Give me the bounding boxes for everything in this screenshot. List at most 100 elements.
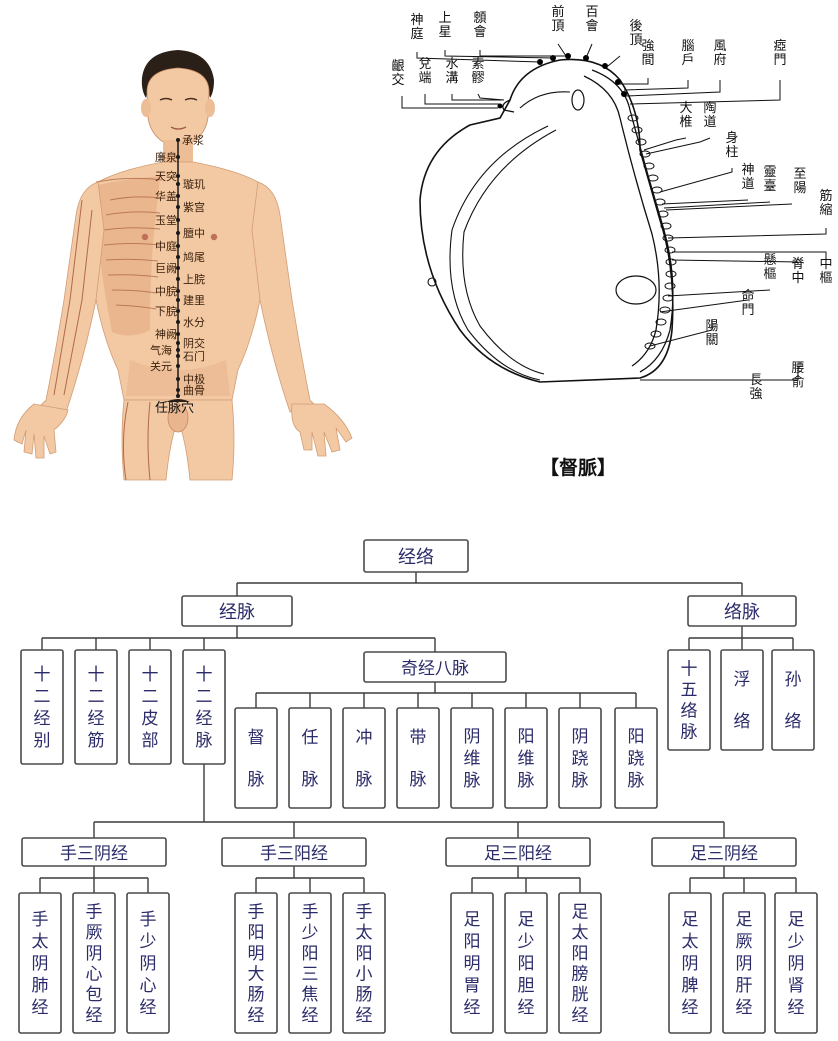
- dumai-label-mingmen: 命門: [741, 288, 754, 318]
- node-meridian-leaf: 足太阴脾经: [668, 892, 712, 1034]
- node-label: 经络: [398, 547, 434, 568]
- node-qijing-bamai: 奇经八脉: [363, 651, 507, 683]
- node-qijing-child: 阴维脉: [450, 707, 494, 809]
- node-label: 手阳明大肠经: [248, 902, 265, 1025]
- dumai-label-xuanshu: 懸樞: [763, 253, 776, 282]
- node-label: 手三阳经: [260, 844, 328, 864]
- acupoint-label: 璇玑: [183, 178, 205, 191]
- node-label: 十二经脉: [196, 665, 213, 751]
- node-qijing-child: 阳跷脉: [614, 707, 658, 809]
- dumai-label-changqiang: 長強: [749, 373, 762, 402]
- dumai-label-shenting: 神庭: [410, 13, 423, 42]
- node-qijing-child: 阴跷脉: [558, 707, 602, 809]
- node-qijing-child: 带脉: [396, 707, 440, 809]
- acupoint: 璇玑: [176, 178, 205, 191]
- dumai-label-houding: 後頂: [629, 19, 642, 48]
- acupoint: 中脘: [155, 284, 180, 298]
- dumai-label-yamen: 瘂門: [773, 38, 786, 68]
- node-label: 十二皮部: [142, 665, 159, 751]
- acupoint: 关元: [150, 359, 180, 373]
- acupoint-label: 巨阙: [155, 262, 177, 275]
- acupoint-label: 华盖: [155, 189, 177, 203]
- renmai-body-figure: 承浆 廉泉 天突 璇玑 华盖 紫宫 玉堂 膻中 中庭 鸠尾 巨阙 上脘 中脘 建…: [13, 50, 353, 481]
- node-group: 手三阳经: [221, 837, 367, 867]
- node-label: 浮络: [734, 670, 751, 732]
- dumai-label-duiduan: 兌端: [418, 57, 431, 86]
- tree-vertical-nodes: 十二经别 十二经筋 十二皮部 十二经脉督脉任脉冲脉带脉阴维脉 阳维脉 阴跷脉 阳跷脉 十五络脉…: [20, 649, 815, 809]
- acupoint: 下脘: [155, 304, 180, 318]
- node-label: 足少阴肾经: [788, 910, 805, 1018]
- dumai-label-suliao: 素髎: [471, 57, 484, 86]
- node-label: 冲脉: [356, 728, 373, 790]
- node-label: 足太阴脾经: [682, 910, 699, 1018]
- node-meridian-leaf: 手太阴肺经: [18, 892, 62, 1034]
- acupoint-label: 建里: [183, 293, 205, 307]
- acupoint-label: 中庭: [155, 239, 177, 253]
- node-qijing-child: 冲脉: [342, 707, 386, 809]
- acupoint-label: 神阙: [155, 327, 177, 341]
- dumai-label-yinjiao: 齦交: [391, 59, 404, 88]
- acupoint-label: 廉泉: [155, 150, 177, 164]
- node-luomai-child: 浮络: [720, 649, 764, 751]
- acupoint-label: 气海: [150, 343, 172, 357]
- node-label: 十五络脉: [681, 660, 698, 743]
- node-meridian-leaf: 足太阳膀胱经: [558, 892, 602, 1034]
- acupoint-label: 关元: [150, 359, 172, 373]
- node-group: 手三阴经: [21, 837, 167, 867]
- node-label: 足三阳经: [484, 844, 552, 864]
- node-label: 足少阳胆经: [518, 910, 535, 1018]
- node-label: 经脉: [219, 602, 255, 623]
- acupoint: 廉泉: [155, 150, 180, 164]
- node-jingmai: 经脉: [181, 595, 293, 627]
- node-root: 经络: [363, 539, 469, 573]
- meridian-hierarchy-tree: 经络 经脉 络脉 奇经八脉 十二经别十二经筋十二皮部十二经脉督脉任脉冲脉带脉阴维…: [18, 539, 818, 1034]
- node-meridian-leaf: 手厥阴心包经: [72, 892, 116, 1034]
- tree-connectors: [39, 572, 797, 893]
- node-label: 手太阳小肠经: [356, 902, 373, 1025]
- node-group: 足三阴经: [651, 837, 797, 867]
- acupoint: 上脘: [176, 272, 205, 286]
- node-jingmai-child: 十二经别: [20, 649, 64, 765]
- acupoint: 天突: [155, 169, 180, 183]
- acupoint: 中庭: [155, 239, 180, 253]
- acupoint-label: 曲骨: [183, 384, 205, 397]
- node-jingmai-child: 十二皮部: [128, 649, 172, 765]
- node-label: 阳维脉: [518, 727, 535, 791]
- acupoint-label: 中脘: [155, 284, 177, 298]
- dumai-label-zhongshu: 中樞: [819, 257, 832, 286]
- dumai-schematic: 神庭 上星 顖會 前頂 百會 後頂 強間 腦戶 風府 瘂門 齦交 兌端 水溝 素…: [391, 4, 832, 479]
- node-qijing-child: 督脉: [234, 707, 278, 809]
- acupoint-label: 鸠尾: [183, 250, 205, 264]
- node-label: 足三阴经: [690, 844, 758, 864]
- acupoint-label: 紫宫: [183, 200, 205, 214]
- acupoint-label: 阴交: [183, 336, 205, 350]
- node-luomai-child: 十五络脉: [667, 649, 711, 751]
- acupoint: 中极: [176, 372, 205, 386]
- node-meridian-leaf: 足阳明胃经: [450, 892, 494, 1034]
- node-label: 足厥阴肝经: [736, 910, 753, 1018]
- node-label: 手少阳三焦经: [302, 902, 319, 1025]
- acupoint-label: 下脘: [155, 304, 177, 318]
- node-label: 十二经筋: [88, 665, 105, 751]
- dumai-caption: 【督脈】: [540, 456, 616, 479]
- acupoint-label: 天突: [155, 169, 177, 183]
- renmai-points: 承浆 廉泉 天突 璇玑 华盖 紫宫 玉堂 膻中 中庭 鸠尾 巨阙 上脘 中脘 建…: [150, 133, 205, 397]
- node-label: 孙络: [785, 670, 802, 732]
- acupoint: 巨阙: [155, 262, 180, 275]
- acupoint: 气海: [150, 343, 180, 357]
- node-jingmai-child: 十二经筋: [74, 649, 118, 765]
- acupoint-label: 中极: [183, 372, 205, 386]
- node-label: 奇经八脉: [401, 659, 469, 679]
- node-label: 任脉: [302, 728, 319, 790]
- dumai-label-naohu: 腦戶: [681, 39, 694, 68]
- node-label: 督脉: [248, 728, 265, 790]
- dumai-label-shendao: 神道: [741, 163, 754, 192]
- node-group: 足三阳经: [445, 837, 591, 867]
- dumai-label-zhiyang: 至陽: [793, 167, 806, 196]
- node-label: 阴跷脉: [572, 727, 589, 791]
- node-label: 足阳明胃经: [464, 910, 481, 1018]
- acupoint-label: 膻中: [183, 226, 205, 240]
- node-label: 手三阴经: [60, 844, 128, 864]
- acupoint: 玉堂: [155, 214, 180, 227]
- acupoint: 建里: [176, 293, 205, 307]
